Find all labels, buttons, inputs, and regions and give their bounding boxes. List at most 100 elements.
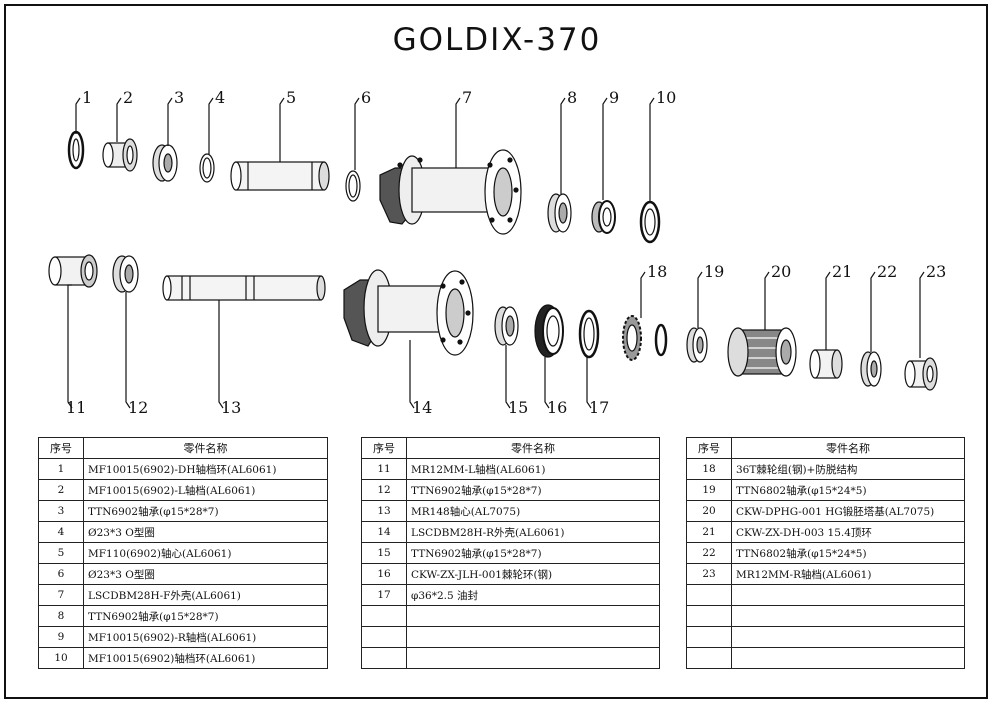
callout-13: 13 [221, 398, 241, 417]
row-name [731, 647, 965, 669]
row-name: CKW-ZX-JLH-001棘轮环(钢) [406, 563, 660, 585]
row-name: TTN6902轴承(φ15*28*7) [406, 479, 660, 501]
table-row [686, 647, 965, 669]
callout-22: 22 [877, 262, 897, 281]
row-index: 13 [361, 500, 407, 522]
row-index: 9 [38, 626, 84, 648]
row-name: TTN6902轴承(φ15*28*7) [83, 605, 328, 627]
row-index: 21 [686, 521, 732, 543]
row-index [686, 626, 732, 648]
row-index: 12 [361, 479, 407, 501]
callout-2: 2 [123, 88, 133, 107]
row-index: 23 [686, 563, 732, 585]
row-index: 20 [686, 500, 732, 522]
part-11-axle-cap [48, 254, 98, 288]
row-name: MF10015(6902)-R轴档(AL6061) [83, 626, 328, 648]
part-22-bearing [860, 351, 882, 387]
row-name: TTN6802轴承(φ15*24*5) [731, 479, 965, 501]
drawing-title: GOLDIX-370 [392, 22, 602, 58]
callout-9: 9 [609, 88, 619, 107]
table-row [686, 605, 965, 627]
row-name [406, 605, 660, 627]
table-header: 序号 零件名称 [686, 437, 965, 459]
row-name: MF10015(6902)-L轴档(AL6061) [83, 479, 328, 501]
callout-19: 19 [704, 262, 724, 281]
callout-5: 5 [286, 88, 296, 107]
row-index: 14 [361, 521, 407, 543]
row-name: MF110(6902)轴心(AL6061) [83, 542, 328, 564]
row-name: MF10015(6902)-DH轴档环(AL6061) [83, 458, 328, 480]
row-index: 2 [38, 479, 84, 501]
row-index: 7 [38, 584, 84, 606]
part-3-bearing [152, 144, 178, 182]
row-name [731, 626, 965, 648]
callout-21: 21 [832, 262, 852, 281]
header-name: 零件名称 [731, 437, 965, 459]
part-6-o-ring [345, 170, 361, 202]
row-index: 5 [38, 542, 84, 564]
row-index: 18 [686, 458, 732, 480]
part-5-axle [230, 161, 330, 191]
part-19-bearing [686, 327, 708, 363]
row-name [731, 584, 965, 606]
row-name: TTN6902轴承(φ15*28*7) [406, 542, 660, 564]
row-index: 17 [361, 584, 407, 606]
callout-1: 1 [82, 88, 92, 107]
table-header: 序号 零件名称 [38, 437, 328, 459]
row-index: 8 [38, 605, 84, 627]
callout-4: 4 [215, 88, 225, 107]
callout-18: 18 [647, 262, 667, 281]
header-index: 序号 [361, 437, 407, 459]
row-index: 4 [38, 521, 84, 543]
row-name: CKW-DPHG-001 HG锻胚塔基(AL7075) [731, 500, 965, 522]
row-index: 16 [361, 563, 407, 585]
part-13-rear-axle [162, 275, 326, 301]
part-2-axle-cap [102, 138, 138, 172]
part-18-ratchet-set [622, 315, 668, 361]
exploded-view: 1 2 3 4 5 6 7 8 9 10 11 12 13 14 15 16 1… [48, 88, 946, 417]
callout-numbers: 1 2 3 4 5 6 7 8 9 10 11 12 13 14 15 16 1… [66, 88, 946, 417]
row-name: LSCDBM28H-F外壳(AL6061) [83, 584, 328, 606]
callout-17: 17 [589, 398, 609, 417]
part-4-o-ring [199, 153, 215, 183]
callout-16: 16 [547, 398, 567, 417]
part-9-axle-cap [591, 200, 616, 234]
part-20-freehub-body [727, 327, 797, 377]
part-1-spacer-ring [67, 130, 85, 170]
callout-8: 8 [567, 88, 577, 107]
row-index: 15 [361, 542, 407, 564]
row-name: CKW-ZX-DH-003 15.4顶环 [731, 521, 965, 543]
row-name: MR148轴心(AL7075) [406, 500, 660, 522]
row-name [406, 626, 660, 648]
header-name: 零件名称 [83, 437, 328, 459]
callout-7: 7 [462, 88, 472, 107]
row-name: MR12MM-R轴档(AL6061) [731, 563, 965, 585]
callout-3: 3 [174, 88, 184, 107]
part-21-top-ring [809, 349, 843, 379]
row-name: Ø23*3 O型圈 [83, 563, 328, 585]
callout-11: 11 [66, 398, 86, 417]
row-index [361, 626, 407, 648]
callout-14: 14 [412, 398, 432, 417]
part-15-bearing [494, 306, 519, 346]
